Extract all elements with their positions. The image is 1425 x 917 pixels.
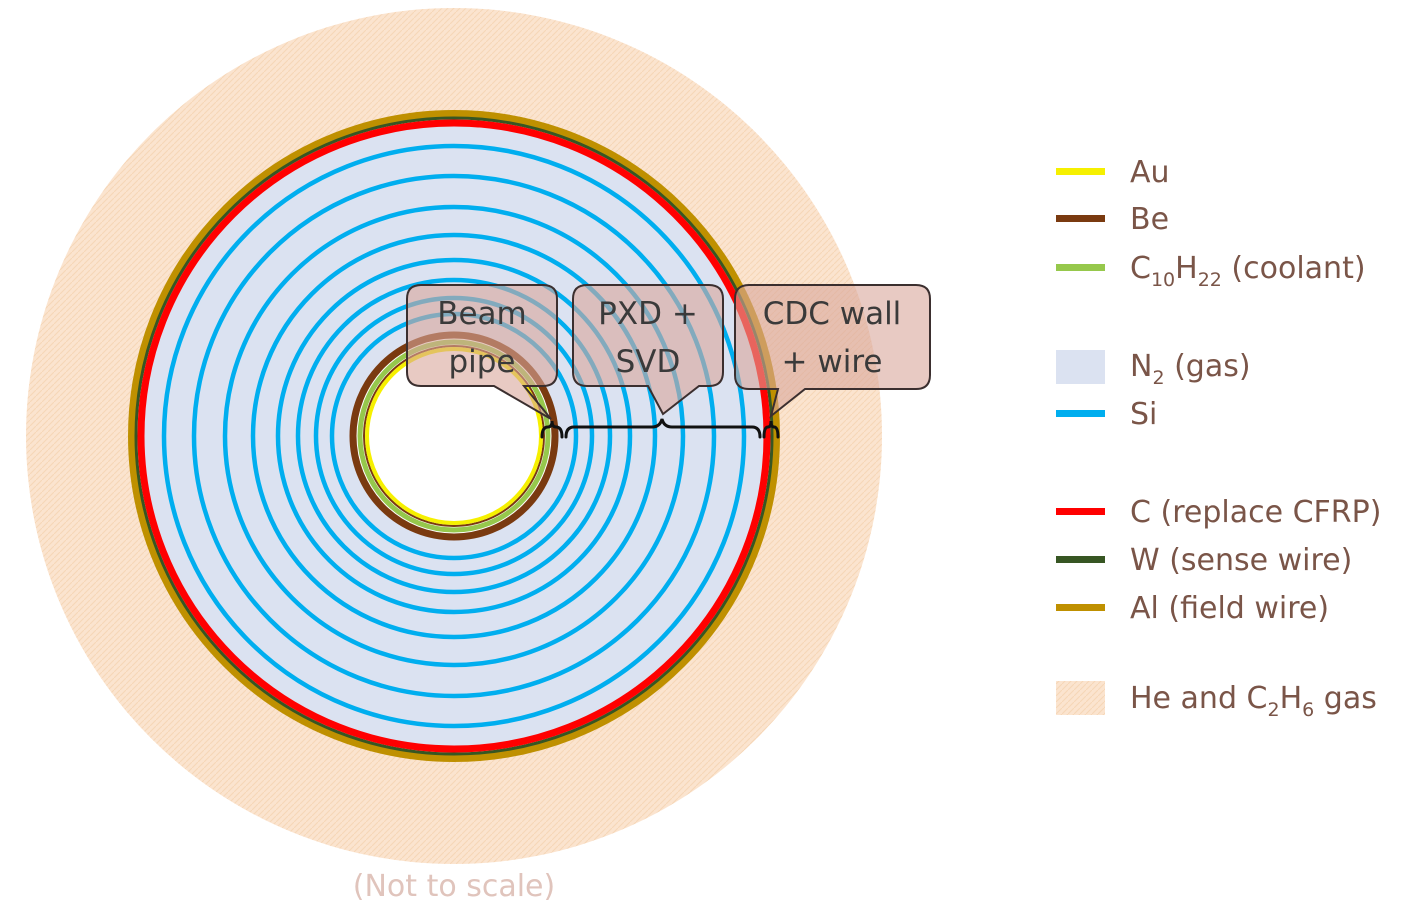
- beam-pipe-brace: [540, 420, 564, 439]
- c-cfrp-ring: [137, 119, 771, 753]
- cdc-brace: [762, 420, 780, 439]
- legend: Au Be C10H22 (coolant) N2 (gas) Si C (re…: [1056, 155, 1381, 721]
- pxd-svd-label-line1: PXD +: [598, 296, 698, 332]
- legend-item-coolant: C10H22 (coolant): [1056, 251, 1366, 291]
- legend-item-be: Be: [1056, 202, 1169, 237]
- legend-label-si: Si: [1130, 397, 1157, 432]
- legend-label-c-cfrp: C (replace CFRP): [1130, 495, 1381, 530]
- legend-item-al: Al (field wire): [1056, 591, 1329, 626]
- region-braces: [540, 418, 780, 439]
- legend-swatch-coolant: [1056, 264, 1105, 271]
- legend-swatch-c-cfrp: [1056, 508, 1105, 515]
- legend-label-he: He and C2H6 gas: [1130, 681, 1377, 721]
- callout-pxd-svd: PXD + SVD: [572, 284, 724, 416]
- legend-item-au: Au: [1056, 155, 1170, 190]
- legend-label-w: W (sense wire): [1130, 543, 1352, 578]
- beam-pipe-label-line1: Beam: [437, 296, 527, 332]
- si-layer: [250, 232, 658, 640]
- legend-item-si: Si: [1056, 397, 1157, 432]
- pxd-svd-label-line2: SVD: [616, 344, 681, 380]
- si-layer: [191, 173, 717, 699]
- legend-item-n2: N2 (gas): [1056, 349, 1251, 389]
- al-field-wire-ring: [128, 110, 780, 762]
- callout-beam-pipe: Beam pipe: [406, 284, 558, 420]
- legend-swatch-w: [1056, 556, 1105, 563]
- legend-label-n2: N2 (gas): [1130, 349, 1251, 389]
- legend-swatch-he: [1056, 681, 1105, 715]
- si-layer: [222, 204, 686, 668]
- legend-label-al: Al (field wire): [1130, 591, 1329, 626]
- beam-pipe-label-line2: pipe: [448, 344, 515, 380]
- legend-swatch-si: [1056, 410, 1105, 417]
- si-layer: [275, 257, 633, 615]
- legend-swatch-n2: [1056, 350, 1105, 384]
- legend-label-coolant: C10H22 (coolant): [1130, 251, 1366, 291]
- cdc-label-line2: + wire: [782, 344, 883, 380]
- si-layer: [161, 143, 747, 729]
- w-sense-wire-ring: [134, 116, 774, 756]
- callout-cdc: CDC wall + wire: [734, 284, 931, 419]
- not-to-scale-note: (Not to scale): [353, 869, 555, 904]
- legend-swatch-be: [1056, 215, 1105, 222]
- legend-swatch-au: [1056, 168, 1105, 175]
- legend-label-au: Au: [1130, 155, 1170, 190]
- legend-swatch-al: [1056, 604, 1105, 611]
- legend-item-c-cfrp: C (replace CFRP): [1056, 495, 1381, 530]
- si-layer: [295, 277, 613, 595]
- cdc-label-line1: CDC wall: [763, 296, 902, 332]
- pxd-svd-brace: [564, 418, 762, 439]
- legend-label-be: Be: [1130, 202, 1169, 237]
- legend-item-w: W (sense wire): [1056, 543, 1352, 578]
- legend-item-he: He and C2H6 gas: [1056, 681, 1377, 721]
